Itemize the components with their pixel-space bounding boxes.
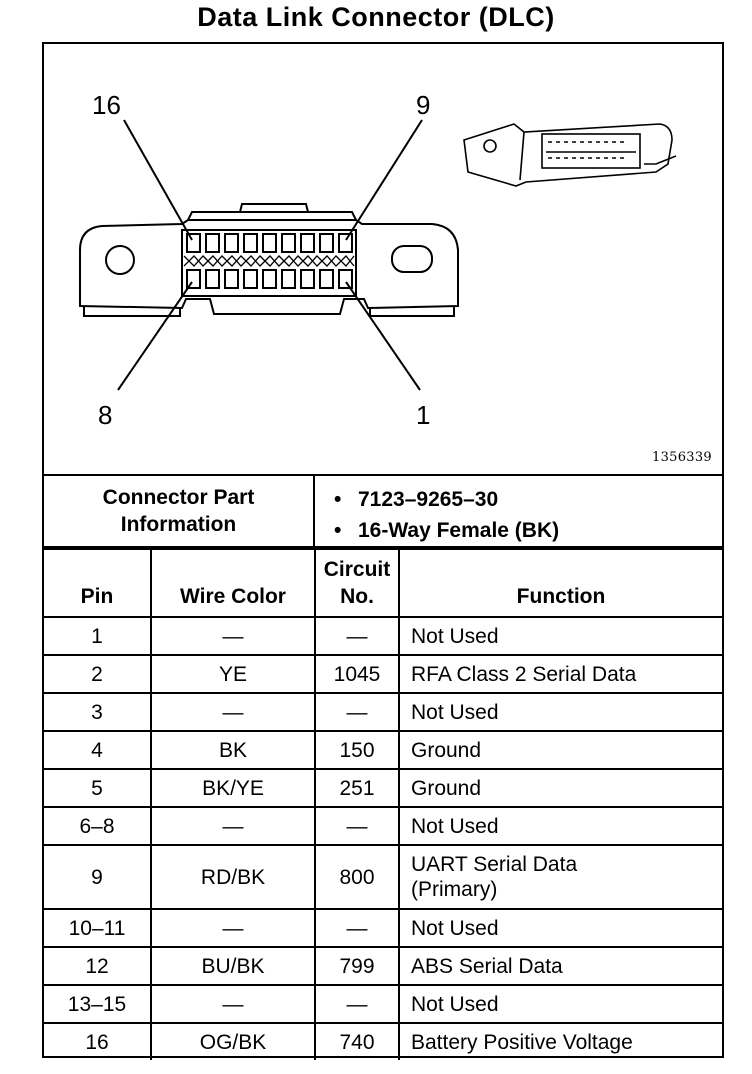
cell-pin: 2 [44, 654, 152, 694]
header-wire-color: Wire Color [150, 548, 316, 618]
cell-wire: — [150, 616, 316, 656]
part-info-item: • 16-Way Female (BK) [334, 515, 559, 546]
table-row: 5 BK/YE 251 Ground [44, 768, 722, 808]
pin-row-top [186, 233, 353, 253]
cell-circuit: — [314, 692, 400, 732]
cell-function: Not Used [398, 908, 722, 948]
table-row: 10–11 — — Not Used [44, 908, 722, 948]
leader-9 [345, 119, 423, 241]
table-row: 2 YE 1045 RFA Class 2 Serial Data [44, 654, 722, 694]
leader-16 [123, 119, 193, 241]
cell-pin: 4 [44, 730, 152, 770]
cell-circuit: 150 [314, 730, 400, 770]
cell-circuit: 1045 [314, 654, 400, 694]
cell-function: ABS Serial Data [398, 946, 722, 986]
pin-label-1: 1 [416, 400, 431, 430]
dlc-chart-frame: 16 9 8 1 1356339 Connector Part Informat… [42, 42, 724, 1060]
cell-wire: RD/BK [150, 844, 316, 910]
cell-function: Ground [398, 730, 722, 770]
figure-reference-number: 1356339 [652, 450, 712, 465]
part-info-label: Connector Part Information [102, 486, 255, 536]
cell-pin: 3 [44, 692, 152, 732]
cell-pin: 6–8 [44, 806, 152, 846]
table-row: 3 — — Not Used [44, 692, 722, 732]
table-row: 4 BK 150 Ground [44, 730, 722, 770]
cell-wire: — [150, 984, 316, 1024]
connector-thumbnail [463, 123, 677, 187]
header-function: Function [398, 548, 722, 618]
header-pin: Pin [44, 548, 152, 618]
cell-function: Not Used [398, 984, 722, 1024]
part-info-list: • 7123–9265–30 • 16-Way Female (BK) [334, 484, 559, 546]
cell-function: Not Used [398, 806, 722, 846]
leader-8 [117, 281, 193, 391]
leader-1 [345, 281, 421, 391]
cell-function: RFA Class 2 Serial Data [398, 654, 722, 694]
cell-pin: 16 [44, 1022, 152, 1060]
cell-wire: — [150, 692, 316, 732]
page-title: Data Link Connector (DLC) [197, 2, 555, 32]
cell-wire: BU/BK [150, 946, 316, 986]
cell-wire: — [150, 806, 316, 846]
cell-circuit: — [314, 616, 400, 656]
header-circuit-no: Circuit No. [314, 548, 400, 618]
pin-row-bottom [186, 269, 353, 289]
cell-circuit: 799 [314, 946, 400, 986]
cell-wire: OG/BK [150, 1022, 316, 1060]
table-row: 13–15 — — Not Used [44, 984, 722, 1024]
table-header-row: Pin Wire Color Circuit No. Function [44, 548, 722, 618]
cell-wire: YE [150, 654, 316, 694]
table-row: 6–8 — — Not Used [44, 806, 722, 846]
cell-wire: BK [150, 730, 316, 770]
cell-circuit: 251 [314, 768, 400, 808]
pin-label-16: 16 [92, 90, 121, 120]
cell-pin: 13–15 [44, 984, 152, 1024]
cell-pin: 10–11 [44, 908, 152, 948]
header-circuit-text: Circuit No. [323, 558, 391, 608]
cell-function: Ground [398, 768, 722, 808]
function-text: UART Serial Data (Primary) [411, 853, 578, 901]
pin-label-8: 8 [98, 400, 113, 430]
part-info-label-cell: Connector Part Information [44, 476, 315, 546]
cell-function: Not Used [398, 616, 722, 656]
part-info-item: • 7123–9265–30 [334, 484, 559, 515]
cell-wire: BK/YE [150, 768, 316, 808]
mount-hole-left [105, 245, 135, 275]
cell-circuit: — [314, 908, 400, 948]
table-row: 9 RD/BK 800 UART Serial Data (Primary) [44, 844, 722, 910]
cell-function: Battery Positive Voltage [398, 1022, 722, 1060]
cell-pin: 9 [44, 844, 152, 910]
pin-label-9: 9 [416, 90, 431, 120]
cell-pin: 1 [44, 616, 152, 656]
mount-hole-right [391, 245, 433, 273]
bullet-icon: • [334, 519, 342, 542]
cell-circuit: 800 [314, 844, 400, 910]
cell-wire: — [150, 908, 316, 948]
part-number: 7123–9265–30 [358, 488, 499, 511]
cell-pin: 5 [44, 768, 152, 808]
bullet-icon: • [334, 488, 342, 511]
cell-function: Not Used [398, 692, 722, 732]
cell-circuit: 740 [314, 1022, 400, 1060]
cell-function: UART Serial Data (Primary) [398, 844, 722, 910]
dlc-connector-illustration [79, 119, 677, 391]
connector-description: 16-Way Female (BK) [358, 519, 560, 542]
connector-housing [79, 219, 459, 315]
cell-pin: 12 [44, 946, 152, 986]
pin-table: Pin Wire Color Circuit No. Function 1 — … [44, 548, 722, 1060]
cell-circuit: — [314, 984, 400, 1024]
connector-diagram: 16 9 8 1 1356339 [44, 44, 722, 476]
cell-circuit: — [314, 806, 400, 846]
table-row: 1 — — Not Used [44, 616, 722, 656]
table-row: 12 BU/BK 799 ABS Serial Data [44, 946, 722, 986]
table-row: 16 OG/BK 740 Battery Positive Voltage [44, 1022, 722, 1060]
connector-part-information: Connector Part Information • 7123–9265–30… [44, 476, 722, 548]
